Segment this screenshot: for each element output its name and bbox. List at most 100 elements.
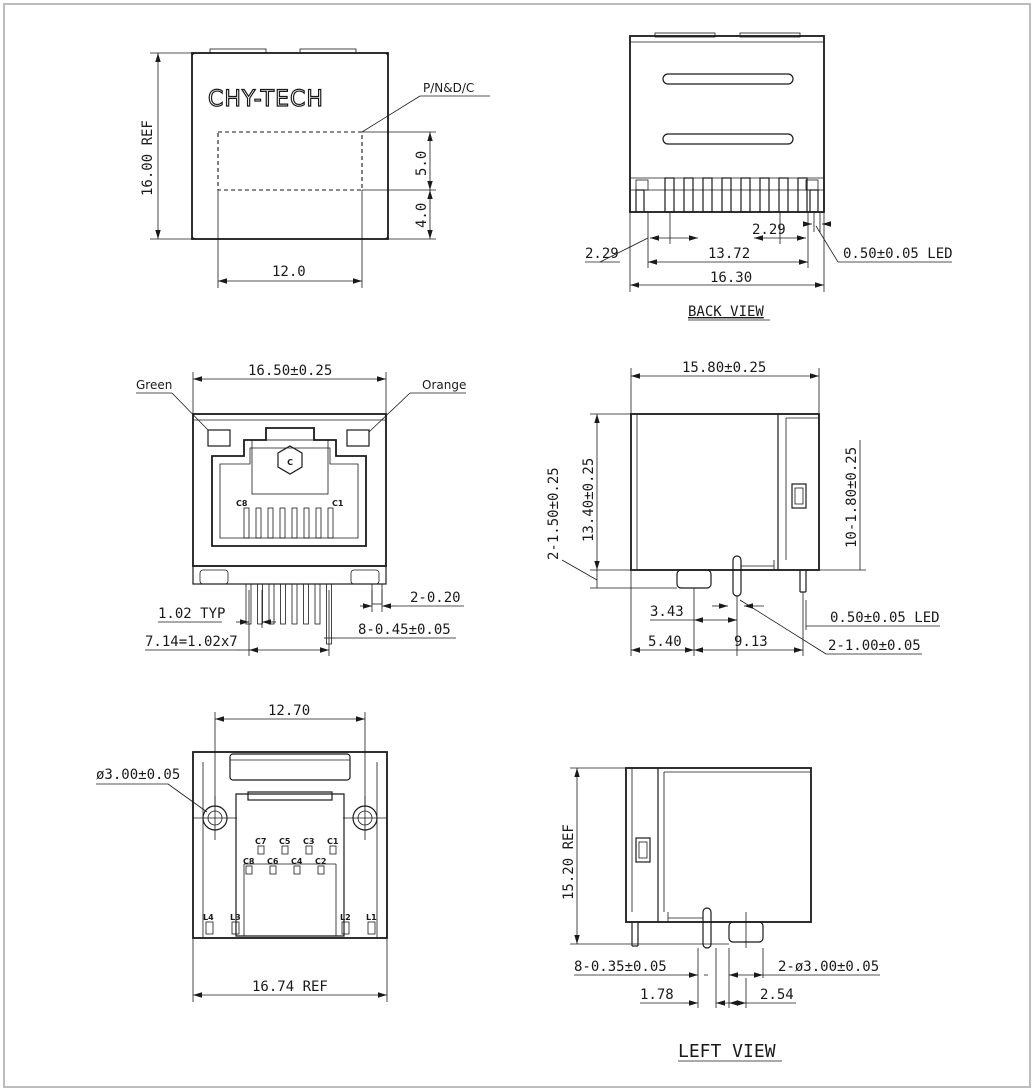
back-view-title: BACK VIEW [688,304,764,320]
bottom-pad [329,845,337,855]
dim-left-height-ref: 15.20 REF [561,824,577,900]
left-view-title: LEFT VIEW [678,1041,776,1062]
dim-front-pins: 8-0.45±0.05 [358,622,451,638]
front-pin [314,583,321,625]
led-green [207,429,231,447]
dim-back-led: 0.50±0.05 LED [843,246,953,262]
bottom-c6: C6 [267,857,279,866]
back-led-pin [809,189,819,213]
bottom-c5: C5 [279,837,291,846]
front-contact [243,507,250,539]
top-view: CHY-TECH P/N&D/C 16.00 REF 5.0 4.0 12.0 [140,48,490,288]
rj45-opening [211,427,367,547]
front-led-pin [371,583,383,605]
front-contact [267,507,274,539]
bottom-pad [257,845,265,855]
dim-side-width: 15.80±0.25 [682,360,766,376]
back-pin [759,177,770,213]
bottom-c4: C4 [291,857,303,866]
back-pin [778,177,789,213]
front-contact-c1: C1 [332,499,344,508]
front-contact [291,507,298,539]
bottom-led-pad [341,921,350,935]
dim-label-height: 5.0 [414,151,430,176]
bottom-c1: C1 [327,837,339,846]
latch-hex [277,445,303,475]
dim-back-229-right: 2.29 [752,222,786,238]
dim-bottom-1270: 12.70 [268,703,310,719]
bottom-c2: C2 [315,857,326,866]
back-view: 16.30 13.72 2.29 2.29 0.50±0.05 LED BACK… [585,32,953,321]
bottom-l1: L1 [366,913,377,922]
led-orange [346,429,370,447]
dim-back-pin-span: 13.72 [708,246,750,262]
bottom-view-outline [192,751,388,939]
bottom-l3: L3 [230,913,241,922]
dim-front-020: 2-0.20 [410,590,461,606]
svg-text:C: C [287,458,293,467]
bottom-pad [281,845,289,855]
dim-bottom-hole: ø3.00±0.05 [96,767,180,783]
bottom-c3: C3 [303,837,314,846]
front-pin [303,583,309,625]
front-view: C C8 C1 Green Orange 16.50±0.25 1.02 TYP… [136,363,466,656]
front-pin [268,583,275,625]
side-view: 15.80±0.25 13.40±0.25 2-1.50±0.25 10-1.8… [546,360,940,656]
label-green: Green [136,378,172,392]
sheet-border [3,3,1031,1088]
back-pin [664,177,675,213]
back-pin [702,177,713,213]
front-contact [327,507,334,539]
front-pin [291,583,298,625]
bottom-pad [317,865,325,875]
front-pin [257,583,263,625]
front-contact [315,507,322,539]
bottom-pad [305,845,313,855]
front-contact [303,507,310,539]
front-contact [255,507,262,539]
bottom-pad [293,865,301,875]
bottom-l4: L4 [203,913,214,922]
back-led-pin [635,189,645,213]
bottom-l2: L2 [340,913,351,922]
dim-top-height-ref: 16.00 REF [140,120,156,196]
dim-back-229-left: 2.29 [585,246,619,262]
bottom-led-pad [231,921,240,935]
label-area [217,131,363,191]
bottom-pad [269,865,277,875]
dim-left-178: 1.78 [640,987,674,1003]
bottom-c8: C8 [243,857,255,866]
front-contact [279,507,286,539]
front-pins [245,583,383,645]
dim-side-343: 3.43 [650,604,684,620]
dim-front-typ: 1.02 TYP [158,606,225,622]
back-pin [797,177,808,213]
dim-top-width: 12.0 [272,264,306,280]
front-contacts [243,507,334,539]
side-led-window [791,483,807,509]
dim-side-height: 13.40±0.25 [581,458,597,542]
dim-back-overall: 16.30 [710,270,752,286]
back-pins [635,177,819,213]
back-pin [721,177,732,213]
top-view-outline [191,52,389,240]
bottom-pads [205,845,376,935]
front-pin [245,583,252,625]
dim-left-holes: 2-ø3.00±0.05 [778,959,879,975]
dim-side-150: 2-1.50±0.25 [546,467,562,560]
dim-side-led: 0.50±0.05 LED [830,610,940,626]
logo-text: CHY-TECH [208,87,324,112]
back-slot-upper [662,73,794,85]
bottom-view: C7 C5 C3 C1 C8 C6 C4 C2 L4 L3 L2 L1 12.7… [96,703,388,1002]
label-orange: Orange [422,378,466,392]
bottom-led-pad [205,921,214,935]
pn-dc-label: P/N&D/C [423,81,474,95]
dim-side-540: 5.40 [648,634,682,650]
dim-left-254: 2.54 [760,987,794,1003]
left-led-window [635,837,651,863]
bottom-pad [245,865,253,875]
front-pin [280,583,286,625]
left-view: 15.20 REF 8-0.35±0.05 2-ø3.00±0.05 1.78 … [561,767,880,1062]
